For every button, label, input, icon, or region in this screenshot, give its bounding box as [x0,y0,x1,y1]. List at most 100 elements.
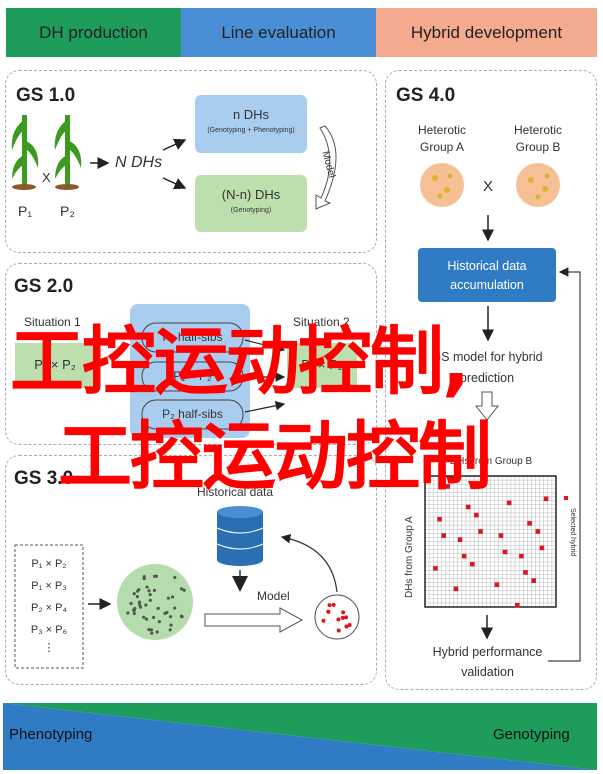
p1-p2-pill: P₁ × P₂ [173,369,212,383]
population-dot [149,628,154,632]
group-b-label: Heterotic Group B [513,123,563,154]
model-arrow-icon [204,607,304,633]
stage-hybrid-development: Hybrid development [376,8,597,57]
population-dot [132,592,136,596]
population-dot [126,611,130,615]
selected-dot [336,628,341,633]
population-dot [156,606,160,611]
population-dot [138,603,142,607]
box-title: (N-n) DHs [221,187,281,202]
cross-list: P₁ × P₂ P₁ × P₃ P₂ × P₄ P₃ × P₆ ⋮ [15,553,83,655]
population-dot [142,575,146,579]
population-dot [170,595,175,599]
population-dot [150,631,154,635]
population-dot [148,598,152,602]
population-dot [144,603,148,607]
feedback-arrow [548,267,581,662]
selected-hybrid-cell [527,521,532,526]
population-dot [142,615,146,619]
stage-dh-production: DH production [6,8,181,57]
population-dot [163,611,167,616]
watermark-line1: 工控运动控制, [10,319,470,405]
genotyping-label: Genotyping [493,726,570,743]
selected-dot [326,609,331,614]
population-dot [152,588,157,592]
population-dot [173,575,177,580]
selected-hybrid-cell [461,553,467,559]
dhs-group-b-label: DHs from Group B [449,456,533,467]
selected-hybrid-cell [453,586,459,592]
box-subtitle: (Genotyping) [230,207,272,214]
situation1-label: Situation 1 [24,315,81,329]
population-dot [137,588,141,592]
selected-hybrid-cell [457,537,463,542]
parent-p1: P₁ [18,203,33,219]
gs4-title: GS 4.0 [396,85,456,106]
stage-label: Line evaluation [221,22,336,42]
selected-hybrid-cell [470,561,475,567]
selected-hybrid-cell [519,553,524,559]
selected-hybrid-cell [543,496,549,502]
legend-swatch [564,496,568,500]
stage-label: DH production [39,22,148,42]
selected-hybrid-cell [515,602,520,608]
population-dot [145,585,149,589]
phenotyping-label: Phenotyping [9,726,93,743]
population-dot [152,574,157,578]
gs3-title: GS 3.0 [14,468,74,489]
selected-dot [321,618,326,623]
population-dot [152,615,156,620]
population-dot [147,628,151,632]
cross-item: P₃ × P₆ [30,624,68,636]
cross-item: ⋮ [43,642,55,654]
cross-item: P₁ × P₃ [31,580,67,592]
population-dot [148,593,152,597]
remaining-dhs-box: (N-n) DHs (Genotyping) [195,175,307,232]
selected-hybrid-cell [498,533,504,538]
n-dhs-box: n DHs(Genotyping + Phenotyping) [195,95,307,153]
cross-left: P₁ × P₂ [34,357,76,372]
selected-hybrid-cell [506,500,512,506]
selected-dot [344,624,349,629]
stage-label: Hybrid development [410,22,563,42]
cross-item: P₂ × P₄ [31,602,67,614]
plant-icon [54,115,82,190]
selected-dot [343,615,348,620]
population-dot [166,596,170,600]
n-dhs-label: N DHs [115,154,163,171]
gs-model-label: GS model for hybrid prediction [431,350,543,385]
hybrid-grid [424,475,557,608]
gs3-panel [5,455,377,685]
model-arrow-icon [315,125,337,210]
population-dot [173,606,177,610]
dhs-group-a-label: DHs from Group A [404,516,415,598]
stage-line-evaluation: Line evaluation [181,8,376,57]
population-circle [117,564,193,640]
gs1-title: GS 1.0 [16,85,76,106]
selected-dot [347,622,352,627]
parent-p2: P₂ [60,203,75,219]
historical-data-box: Historical data accumulation [447,259,527,292]
population-dot [133,606,137,611]
selected-dot [340,615,345,620]
selected-dot [331,602,336,607]
p2-half-sibs: P₂ half-sibs [162,407,223,421]
watermark-line2: 工控运动控制 [58,414,492,500]
gs2-panel [5,263,377,445]
population-dot [168,615,173,619]
population-dot [132,611,136,616]
population-dot [129,601,133,606]
p1-half-sibs: P₁ half-sibs [162,330,223,344]
selected-dot [336,617,341,622]
selected-dot [341,610,346,615]
cross-right: P₁ × P₂ [301,357,343,372]
population-dot [168,628,172,632]
database-icon [216,506,264,566]
gs4-panel [385,70,597,690]
selected-hybrid-cell [433,566,438,571]
selected-hybrid-cell [523,570,528,575]
selected-hybrid-cell [535,529,541,534]
box-title: n DHs [232,107,270,122]
model-label: Model [257,589,290,603]
